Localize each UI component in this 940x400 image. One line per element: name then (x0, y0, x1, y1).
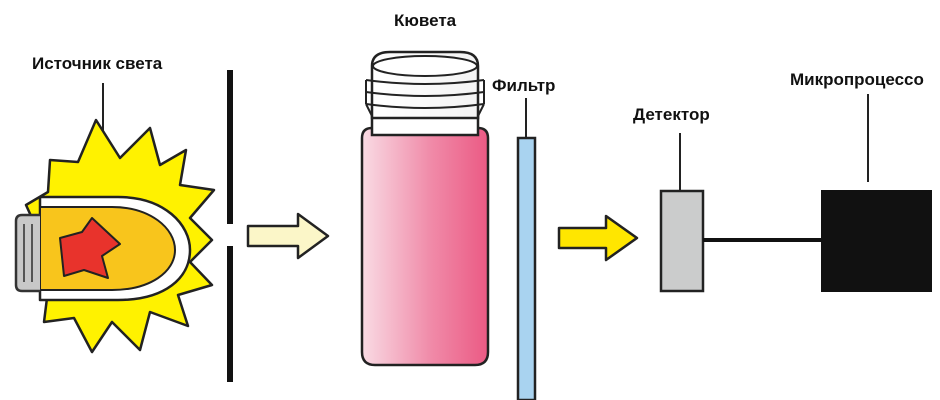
light-source (14, 118, 216, 354)
detector-label: Детектор (633, 105, 710, 124)
filter (516, 136, 537, 400)
bulb-socket (14, 213, 40, 293)
cuvette-cap-threads (365, 79, 485, 109)
cuvette-body (360, 126, 490, 367)
detector (659, 189, 705, 293)
cuvette-thread-bands (365, 80, 485, 117)
light-source-label: Источник света (32, 54, 163, 73)
cuvette-cap-top (372, 55, 478, 77)
cuvette-label: Кювета (394, 11, 457, 30)
filter-label: Фильтр (492, 76, 556, 95)
beam-arrow-1 (246, 212, 330, 260)
beam-arrow-2 (557, 214, 639, 262)
cuvette (360, 50, 490, 367)
microprocessor-label: Микропроцессо (790, 70, 924, 89)
microprocessor (821, 190, 932, 292)
flame (59, 217, 121, 279)
bulb-coil (23, 224, 33, 282)
